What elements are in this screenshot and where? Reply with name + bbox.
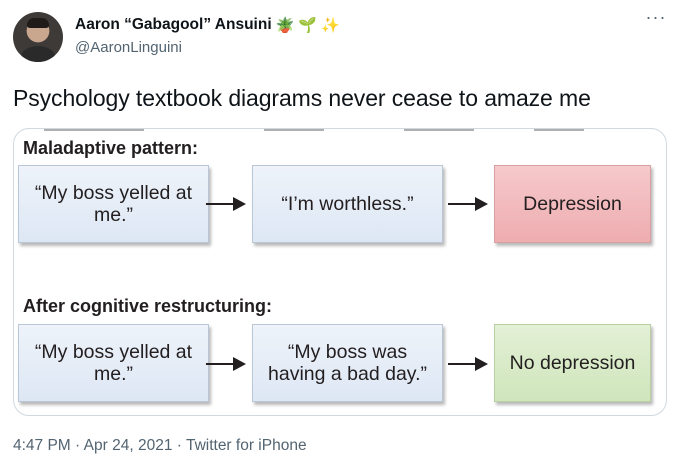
section-label-maladaptive: Maladaptive pattern:	[23, 138, 199, 158]
seedling-emoji: 🌱	[298, 15, 318, 34]
arrow-right-icon	[448, 357, 488, 371]
display-name-text: Aaron “Gabagool” Ansuini	[75, 16, 272, 33]
tweet-date[interactable]: Apr 24, 2021	[83, 437, 173, 454]
section-label-restructuring: After cognitive restructuring:	[23, 296, 273, 316]
tweet-time[interactable]: 4:47 PM	[13, 437, 71, 454]
more-options-icon[interactable]: ···	[645, 7, 667, 27]
arrow-right-icon	[206, 357, 246, 371]
author-info: Aaron “Gabagool” Ansuini 🪴 🌱 ✨ @AaronLin…	[75, 15, 340, 58]
tweet-text: Psychology textbook diagrams never cease…	[13, 85, 591, 111]
avatar[interactable]	[13, 12, 63, 62]
step-boss-yelled-2: “My boss yelled at me.”	[18, 324, 209, 402]
separator: ·	[176, 437, 182, 454]
tweet-header: Aaron “Gabagool” Ansuini 🪴 🌱 ✨ @AaronLin…	[13, 7, 667, 62]
step-boss-yelled-1: “My boss yelled at me.”	[18, 165, 209, 243]
step-no-depression: No depression	[494, 324, 651, 402]
step-bad-day: “My boss was having a bad day.”	[252, 324, 443, 402]
sparkles-emoji: ✨	[321, 15, 340, 34]
author-display-name[interactable]: Aaron “Gabagool” Ansuini 🪴 🌱 ✨	[75, 15, 340, 35]
arrow-right-icon	[448, 197, 488, 211]
arrow-right-icon	[206, 197, 246, 211]
step-worthless: “I’m worthless.”	[252, 165, 443, 243]
separator: ·	[75, 437, 81, 454]
scan-artifact	[14, 129, 666, 132]
tweet-footer: 4:47 PM · Apr 24, 2021 · Twitter for iPh…	[13, 436, 307, 456]
step-depression: Depression	[494, 165, 651, 243]
author-handle[interactable]: @AaronLinguini	[75, 39, 182, 56]
tweet-source[interactable]: Twitter for iPhone	[185, 437, 307, 454]
tweet-media-image[interactable]: Maladaptive pattern: “My boss yelled at …	[13, 128, 667, 416]
potted-plant-emoji: 🪴	[275, 15, 295, 34]
